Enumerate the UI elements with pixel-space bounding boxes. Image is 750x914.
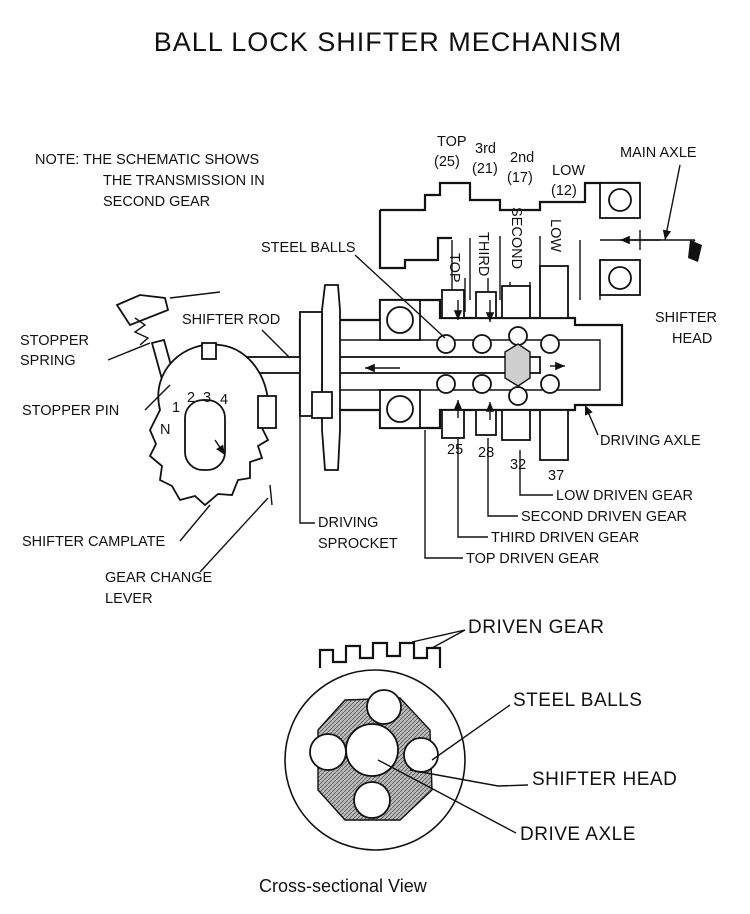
note-line-1: NOTE: THE SCHEMATIC SHOWS — [35, 152, 259, 168]
rotated-label-third: THIRD — [475, 232, 491, 276]
camplate-pos-1: 1 — [172, 400, 180, 416]
camplate-pos-4: 4 — [220, 392, 228, 408]
camplate-pos-3: 3 — [203, 390, 211, 406]
xsec-label-drive-axle: DRIVE AXLE — [520, 824, 636, 845]
label-low-driven-gear: LOW DRIVEN GEAR — [556, 488, 693, 504]
label-gear-change-lever-2: LEVER — [105, 591, 153, 607]
label-driving-sprocket-2: SPROCKET — [318, 536, 398, 552]
cross-section-view: DRIVEN GEAR STEEL BALLS SHIFTER HEAD DRI… — [259, 617, 677, 896]
label-stopper-spring-1: STOPPER — [20, 333, 89, 349]
gear-teeth-3rd: (21) — [472, 161, 498, 177]
page-title: BALL LOCK SHIFTER MECHANISM — [154, 27, 623, 57]
label-stopper-spring-2: SPRING — [20, 353, 76, 369]
driving-axle-assembly — [179, 265, 624, 461]
note-line-2: THE TRANSMISSION IN — [103, 173, 265, 189]
gear-label-top: TOP — [437, 134, 467, 150]
label-shifter-head-1: SHIFTER — [655, 310, 717, 326]
driven-teeth-28: 28 — [478, 445, 494, 461]
label-second-driven-gear: SECOND DRIVEN GEAR — [521, 509, 687, 525]
gear-position-labels: TOP (25) 3rd (21) 2nd (17) LOW (12) — [434, 134, 585, 199]
driven-teeth-37: 37 — [548, 468, 564, 484]
driving-sprocket — [299, 284, 341, 471]
label-shifter-rod: SHIFTER ROD — [182, 312, 280, 328]
label-shifter-camplate: SHIFTER CAMPLATE — [22, 534, 165, 550]
rotated-label-top: TOP — [446, 253, 462, 283]
label-gear-change-lever-1: GEAR CHANGE — [105, 570, 212, 586]
shifter-camplate: N 1 2 3 4 — [148, 342, 277, 507]
rotated-label-low: LOW — [547, 219, 563, 252]
xsec-label-steel-balls: STEEL BALLS — [513, 690, 642, 711]
gear-teeth-2nd: (17) — [507, 170, 533, 186]
xsec-label-shifter-head: SHIFTER HEAD — [532, 769, 677, 790]
right-labels: MAIN AXLE STEEL BALLS SHIFTER HEAD DRIVI… — [261, 145, 717, 567]
gear-teeth-top: (25) — [434, 154, 460, 170]
xsec-label-driven-gear: DRIVEN GEAR — [468, 617, 604, 638]
label-driving-sprocket-1: DRIVING — [318, 515, 378, 531]
label-third-driven-gear: THIRD DRIVEN GEAR — [491, 530, 639, 546]
gear-label-3rd: 3rd — [475, 141, 496, 157]
label-top-driven-gear: TOP DRIVEN GEAR — [466, 551, 599, 567]
rotated-label-second: SECOND — [508, 207, 524, 269]
note-line-3: SECOND GEAR — [103, 194, 210, 210]
camplate-pos-n: N — [160, 422, 170, 438]
driven-teeth-32: 32 — [510, 457, 526, 473]
camplate-pos-2: 2 — [187, 390, 195, 406]
label-steel-balls: STEEL BALLS — [261, 240, 356, 256]
driven-teeth-25: 25 — [447, 442, 463, 458]
gear-teeth-low: (12) — [551, 183, 577, 199]
gear-label-low: LOW — [552, 163, 585, 179]
rotated-gear-labels: TOP THIRD SECOND LOW — [446, 207, 563, 283]
label-shifter-head-2: HEAD — [672, 331, 712, 347]
left-labels: SHIFTER ROD STOPPER SPRING STOPPER PIN S… — [20, 312, 291, 607]
note-block: NOTE: THE SCHEMATIC SHOWS THE TRANSMISSI… — [35, 152, 265, 210]
label-driving-axle: DRIVING AXLE — [600, 433, 701, 449]
xsec-caption: Cross-sectional View — [259, 876, 428, 896]
label-main-axle: MAIN AXLE — [620, 145, 697, 161]
gear-label-2nd: 2nd — [510, 150, 534, 166]
label-stopper-pin: STOPPER PIN — [22, 403, 119, 419]
